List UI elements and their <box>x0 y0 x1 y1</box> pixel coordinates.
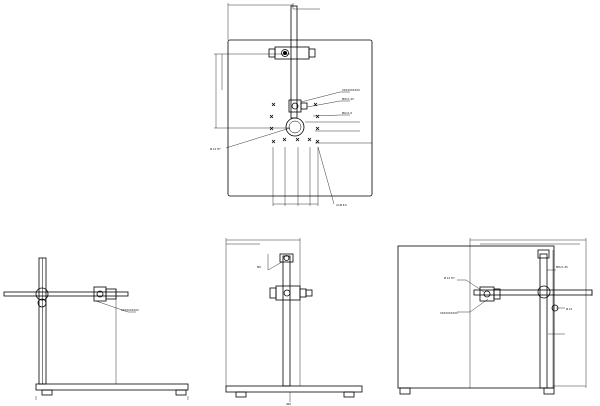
hole-dimensions <box>272 146 335 206</box>
label-dim-bottom: 400 <box>286 402 291 406</box>
label-left-view-1: XXXXXXXXXX <box>121 308 139 312</box>
front-base <box>225 385 363 393</box>
label-top-left-1: Ø 12 H7 <box>210 146 221 151</box>
right-vertical-rod <box>539 253 548 389</box>
label-right-view-1: Ø 12 H7 <box>444 275 455 280</box>
label-right-view-4: Ø 12 <box>566 306 573 311</box>
bolt-pattern <box>269 102 320 144</box>
top-view: XXXXXXXXXX M8×1.25 M6×1.0 Ø 12 H7 4×Ø 6.… <box>210 3 373 207</box>
right-horizontal-arm <box>473 289 593 296</box>
label-front-view-1: M6 <box>257 265 261 269</box>
left-base <box>35 383 189 391</box>
right-view: Ø 12 H7 XXXXXXXXXX M8×1.25 Ø 12 <box>397 238 593 395</box>
left-horizontal-arm <box>3 291 129 297</box>
front-vertical-rod <box>282 255 291 387</box>
label-top-right-1: XXXXXXXXXX <box>342 88 360 92</box>
label-top-bottom-1: 4×Ø 6.5 <box>336 202 347 207</box>
label-right-view-2: XXXXXXXXXX <box>440 311 458 315</box>
front-view: M6 400 <box>225 238 363 406</box>
right-base-plate <box>397 245 555 389</box>
base-boss <box>285 117 305 137</box>
label-top-right-2: M8×1.25 <box>342 97 354 101</box>
label-right-view-3: M8×1.25 <box>556 265 568 269</box>
vertical-rod <box>290 5 298 119</box>
base-plate-outline <box>227 39 373 197</box>
label-top-right-3: M6×1.0 <box>342 111 353 115</box>
left-view: XXXXXXXXXX <box>3 257 189 400</box>
cross-clamp <box>274 46 310 60</box>
